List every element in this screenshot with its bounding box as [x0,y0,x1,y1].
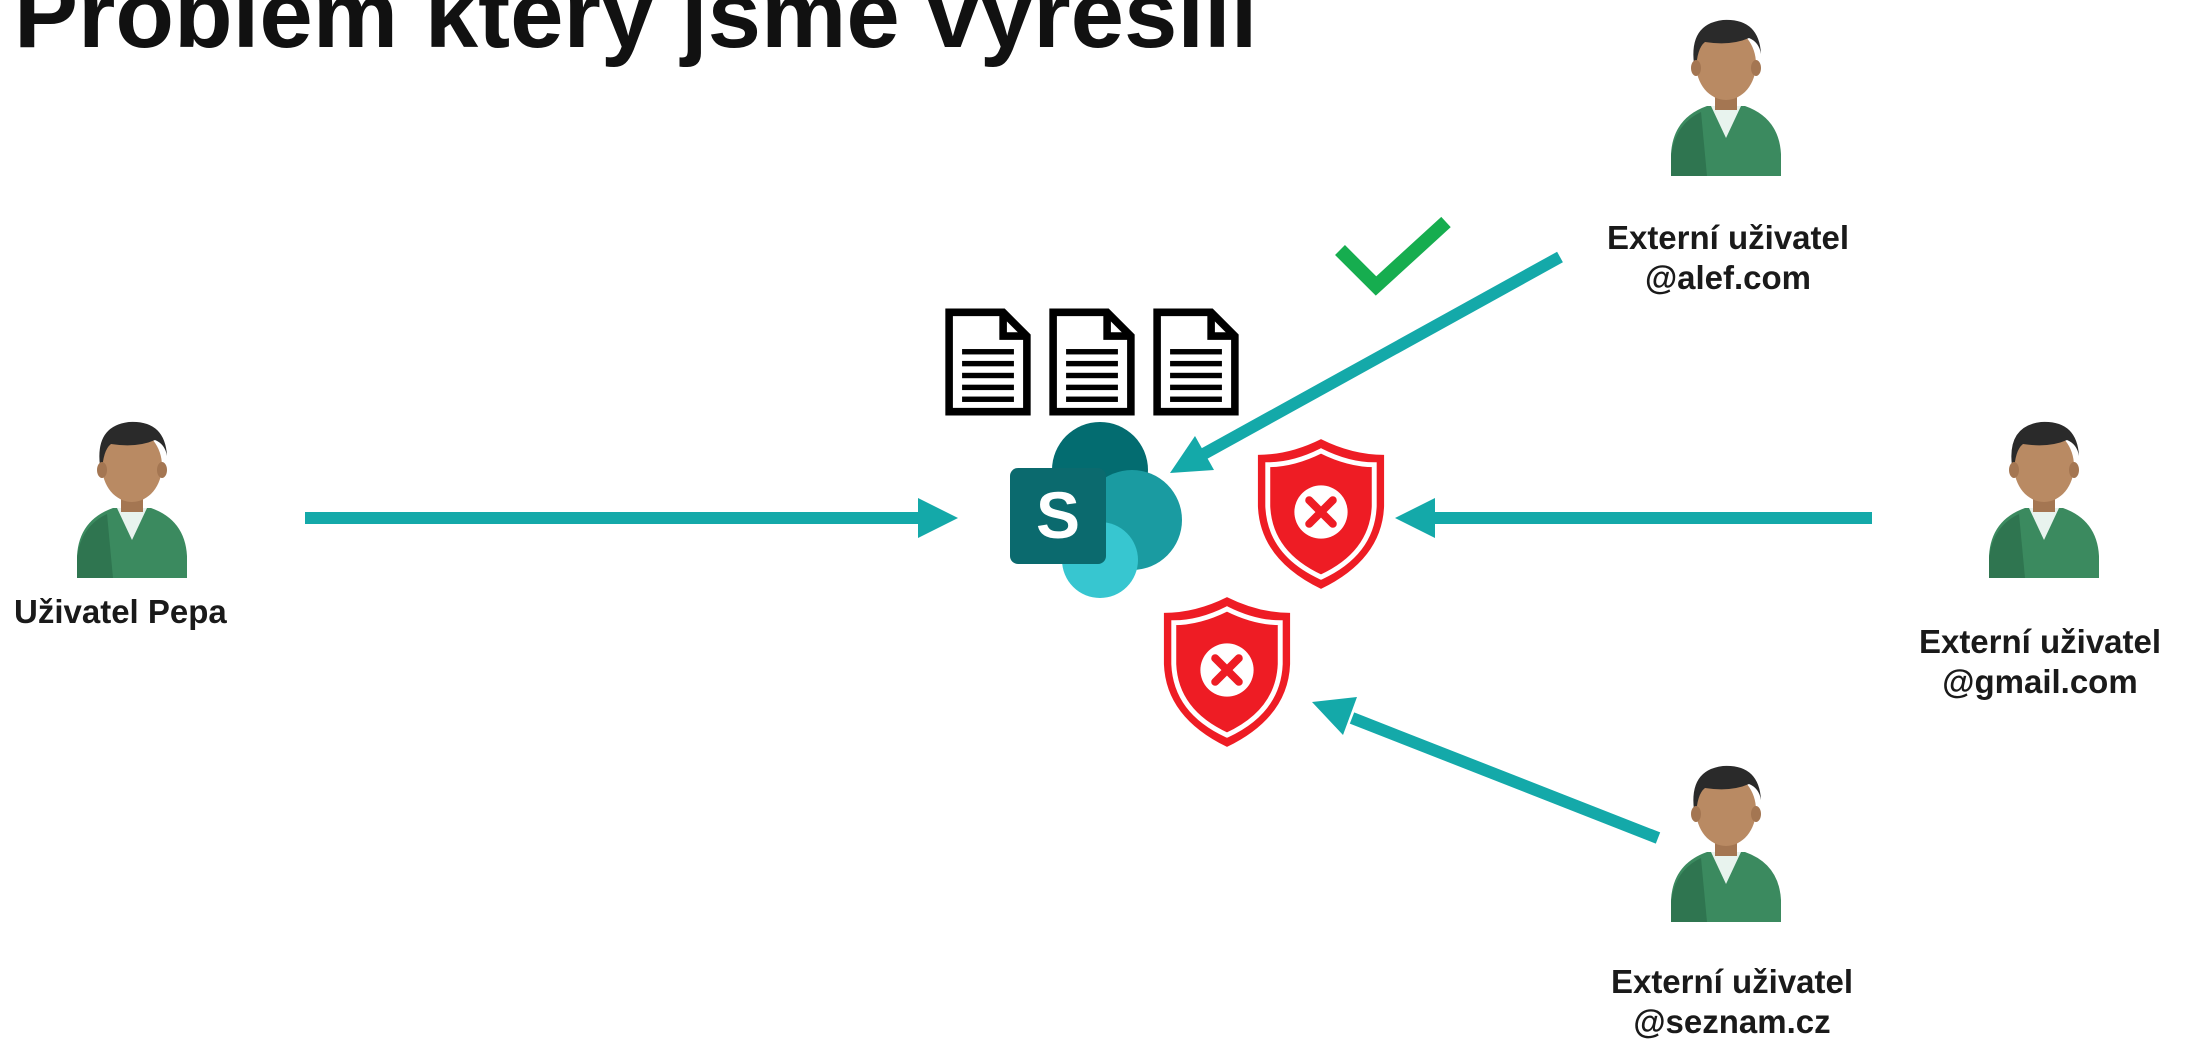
user-label-alef-line2: @alef.com [1644,259,1812,297]
shield-x-icon [1164,597,1290,747]
document-icon [949,312,1027,411]
document-icon [1053,312,1131,411]
page-title: Problém který jsme vyřešili [14,0,1258,68]
user-label-gmail: Externí uživatel @gmail.com [1900,622,2180,703]
user-label-pepa: Uživatel Pepa [14,592,227,632]
shield-x-icon [1258,439,1384,589]
user-label-seznam: Externí uživatel @seznam.cz [1592,962,1872,1043]
user-label-pepa-text: Uživatel Pepa [14,593,227,630]
checkmark-icon [1335,216,1451,296]
user-icon [1989,421,2099,578]
arrow-pepa-to-sharepoint [305,498,958,538]
user-label-alef: Externí uživatel @alef.com [1588,218,1868,299]
user-label-gmail-line2: @gmail.com [1942,663,2138,701]
arrow-seznam-blocked [1312,697,1661,844]
user-icon [1671,765,1781,922]
user-label-alef-line1: Externí uživatel [1606,219,1850,256]
sharepoint-icon: S [1010,422,1182,598]
user-label-gmail-line1: Externí uživatel [1918,623,2162,660]
user-icon [1671,19,1781,176]
user-icon [77,421,187,578]
arrow-gmail-blocked [1395,498,1872,538]
user-label-seznam-line2: @seznam.cz [1633,1003,1831,1041]
document-icon [1157,312,1235,411]
sharepoint-letter: S [1036,478,1080,552]
user-label-seznam-line1: Externí uživatel [1610,963,1854,1000]
arrow-alef-to-sharepoint [1170,251,1563,473]
